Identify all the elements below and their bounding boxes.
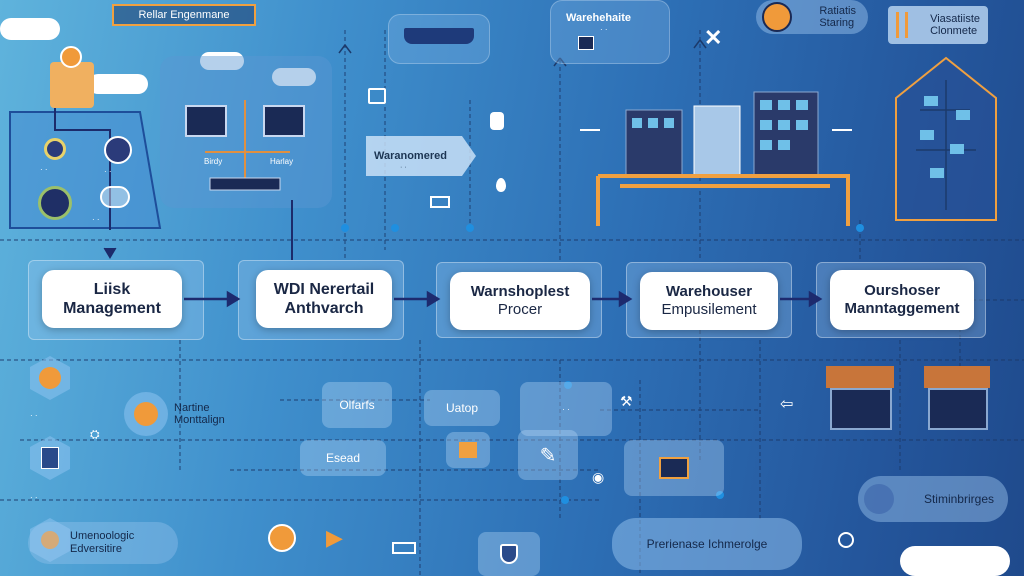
prerienage-label: Prerienase Ichmerolge <box>646 537 768 551</box>
uatop-label: Uatop <box>445 401 479 415</box>
blue-panel-icon <box>41 447 59 469</box>
arrow-tag-sub: · · <box>400 164 407 171</box>
badge-orange-icon <box>762 2 792 32</box>
process-warehouse-proc: Warnshoplest Procer <box>450 272 590 330</box>
top-left-label-box: Rellar Engenmane <box>112 4 256 26</box>
process-5-line1: Ourshoser <box>864 282 940 299</box>
process-wdi-network: WDI Nerertail Anthvarch <box>256 270 392 328</box>
play-icon <box>268 524 296 552</box>
doc-stack-icon <box>392 542 416 554</box>
panel-icon-2 <box>928 388 988 430</box>
hex-caption-2: · · <box>30 493 38 502</box>
sketch-caption-b: Harlay <box>270 157 294 166</box>
top-right-badge-1-text: Ratiatis Staring <box>819 4 856 29</box>
back-arrow-icon: ⇦ <box>780 396 794 413</box>
orange-gear-icon <box>60 46 82 68</box>
process-risk-management: Liisk Management <box>42 270 182 328</box>
crate-icon-2 <box>924 366 990 388</box>
small-node-icon <box>838 532 854 548</box>
shield-tag <box>478 532 540 576</box>
node-icon-a <box>44 138 66 160</box>
process-2-line1: WDI Nerertail <box>273 280 375 298</box>
crate-icon-1 <box>826 366 894 388</box>
shield-icon <box>500 544 518 564</box>
node-icon-c <box>38 186 72 220</box>
monitoring-label: Nartine Monttalign <box>174 402 225 427</box>
mid-caption: · · <box>562 404 570 414</box>
monitoring-icon <box>124 392 168 436</box>
mid-caption-tag: · · <box>520 382 612 436</box>
cloud-center-top <box>200 52 244 70</box>
bulb-icon: ◉ <box>592 469 605 485</box>
esead-label: Esead <box>325 451 361 465</box>
hex-icon-2 <box>30 436 70 480</box>
umeno-label: Umenoologic Edversitire <box>70 529 135 555</box>
cross-icon: ✕ <box>704 25 723 50</box>
badge-orange-bar <box>896 12 908 38</box>
olfarfs-label: Olfarfs <box>339 398 375 412</box>
left-panel-caption: · · <box>92 215 100 224</box>
cloud-left <box>88 74 148 94</box>
warehouse-mini-icon <box>578 36 594 50</box>
top-left-label: Rellar Engenmane <box>138 8 230 21</box>
house-icon <box>659 457 689 479</box>
left-panel-label-1: · · <box>40 165 48 174</box>
vr-icon: ⛭ <box>90 427 100 441</box>
wrench-icon: ⚒ <box>620 393 633 409</box>
olfarfs-tag: Olfarfs <box>322 382 392 428</box>
hex-caption-1: · · <box>30 411 38 420</box>
process-warehouse-empl: Warehouser Empusilement <box>640 272 778 330</box>
truck-icon <box>430 196 450 208</box>
left-panel-label-2: · · <box>104 167 112 176</box>
process-3-line2: Procer <box>497 301 543 318</box>
warehouse-card <box>550 0 670 64</box>
process-5-line2: Manntaggement <box>844 300 960 317</box>
box-icon <box>459 442 477 458</box>
pen-icon: ✎ <box>539 444 557 467</box>
arrow-tag-label: Waranomered <box>374 150 447 162</box>
top-right-badge-2: Viasatiiste Clonmete <box>888 6 988 44</box>
arrow-right-icon: ▶ <box>326 525 343 550</box>
process-4-line2: Empusilement <box>661 301 757 318</box>
document-icon <box>368 88 386 104</box>
process-customer-mgmt: Ourshoser Manntaggement <box>830 270 974 330</box>
node-icon-d <box>100 186 130 208</box>
process-1-line1: Liisk <box>93 280 131 298</box>
process-2-line2: Anthvarch <box>284 300 364 317</box>
cloud-top-left <box>0 18 60 40</box>
ship-icon <box>404 28 474 44</box>
umeno-pill: Umenoologic Edversitire <box>28 522 178 564</box>
node-icon-b <box>104 136 132 164</box>
uatop-tag: Uatop <box>424 390 500 426</box>
monitoring-inner-icon <box>134 402 158 426</box>
prerienage-pill: Prerienase Ichmerolge <box>612 518 802 570</box>
robot-arm-icon <box>864 484 894 514</box>
process-3-line1: Warnshoplest <box>470 283 570 300</box>
top-right-badge-2-text: Viasatiiste Clonmete <box>930 12 980 37</box>
cloud-bottom-right <box>900 546 1010 576</box>
orange-box-icon <box>50 62 94 108</box>
robot-icon <box>490 112 504 130</box>
process-1-line2: Management <box>63 300 161 317</box>
drop-icon <box>496 178 506 192</box>
storage-tag <box>446 432 490 468</box>
sketch-caption-a: Birdy <box>204 157 223 166</box>
esead-tag: Esead <box>300 440 386 476</box>
ai-tag: ✎ <box>518 430 578 480</box>
cloud-center-right <box>272 68 316 86</box>
top-warehouse-sub: · · <box>600 25 608 34</box>
panel-icon-1 <box>830 388 892 430</box>
orange-circle-icon-1 <box>39 367 61 389</box>
top-warehouse-label: Warehehaite <box>566 12 632 24</box>
orange-circle-icon-3 <box>41 531 59 549</box>
process-4-line1: Warehouser <box>665 283 753 300</box>
house-tag <box>624 440 724 496</box>
hex-icon-1 <box>30 356 70 400</box>
ecbridges-label: Stiminbrirges <box>923 492 994 506</box>
